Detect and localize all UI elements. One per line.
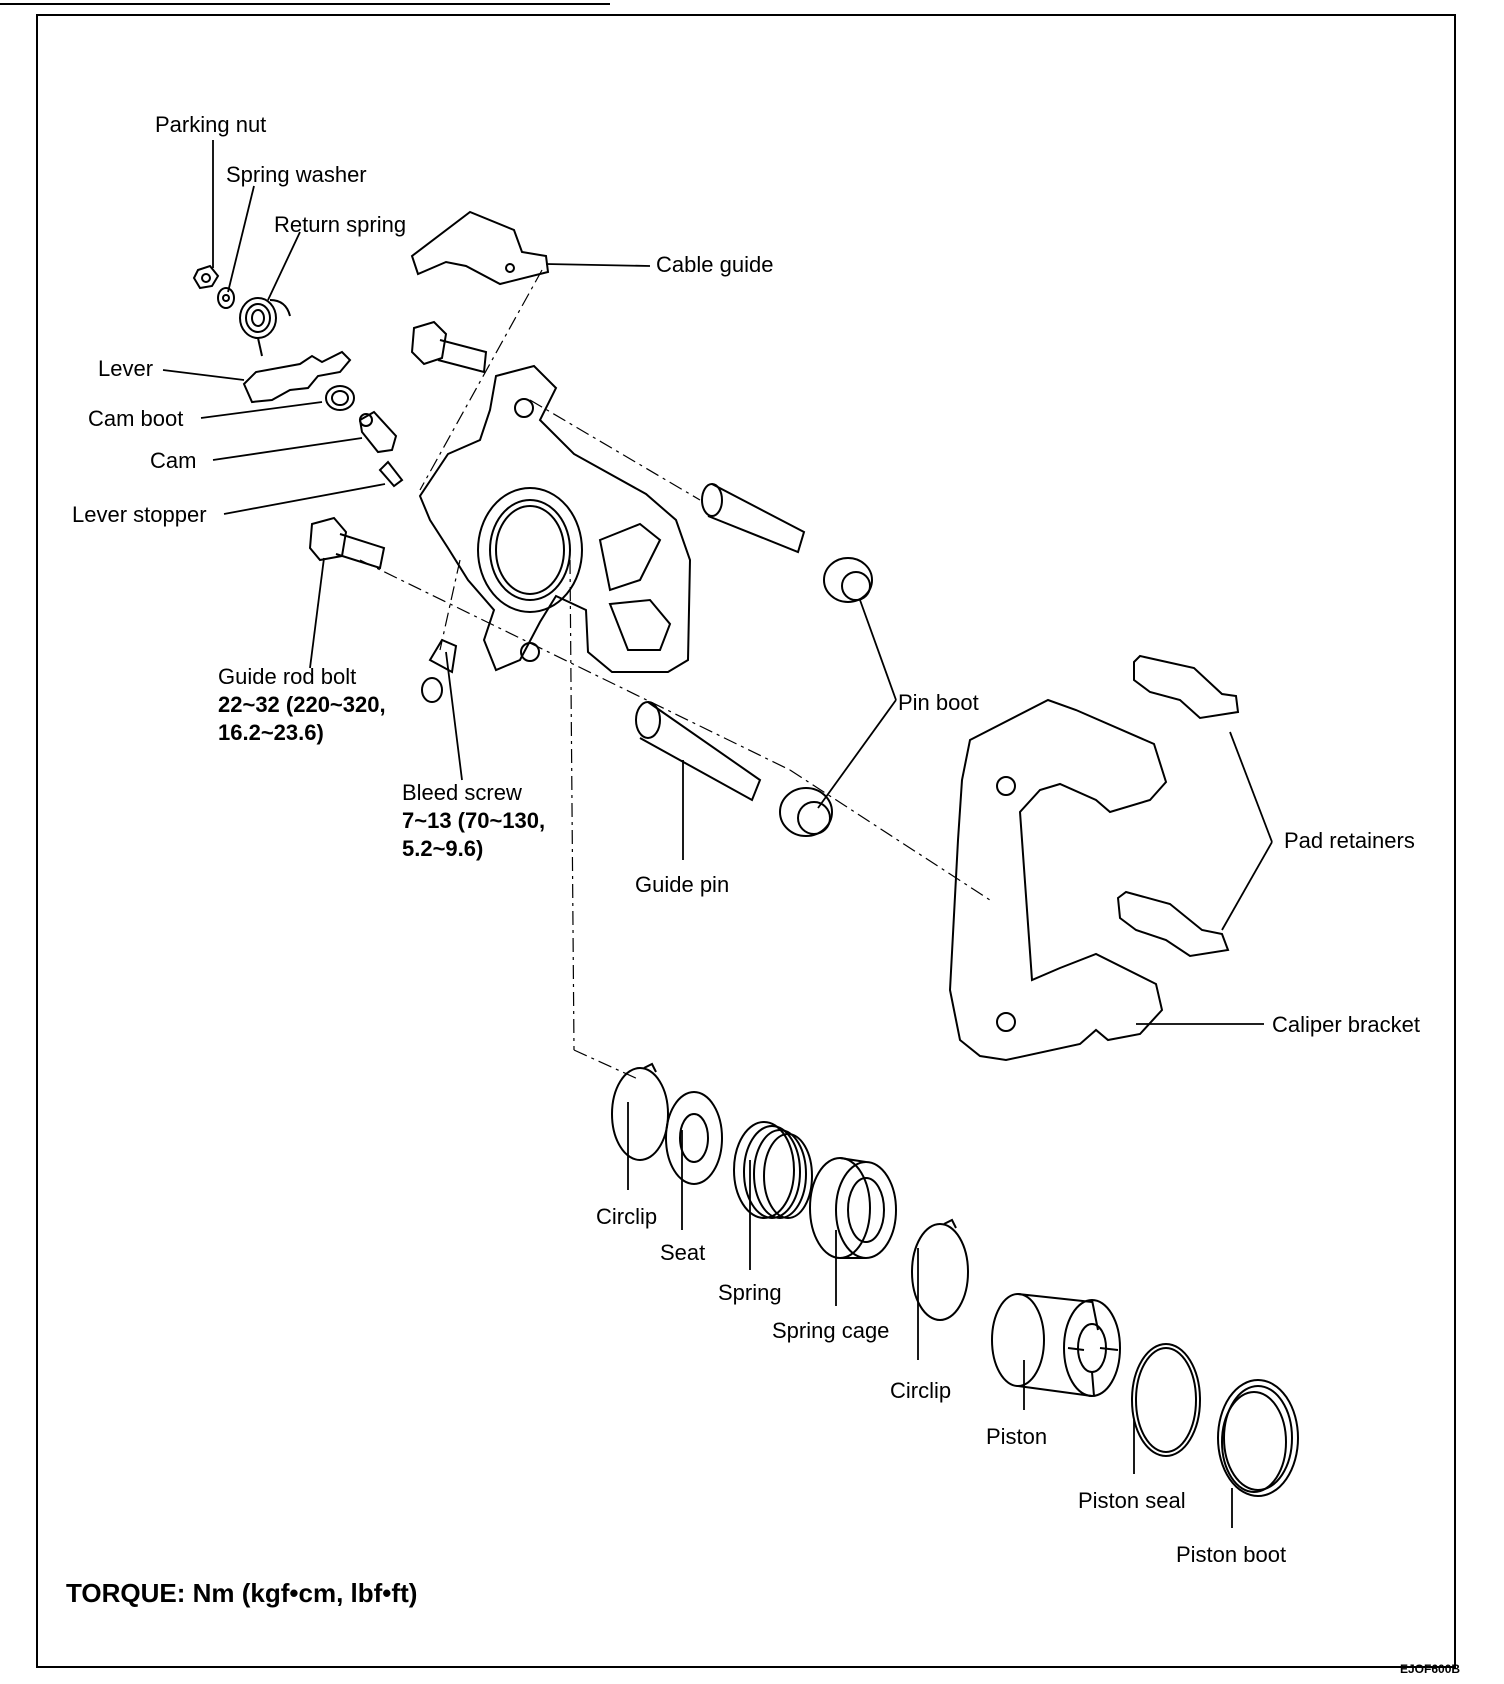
- label-cable-guide: Cable guide: [656, 252, 774, 277]
- lower-guide-pin-part: [635, 701, 762, 802]
- cam-part: [358, 410, 398, 454]
- lever-part: [242, 350, 352, 404]
- label-piston-seal: Piston seal: [1078, 1488, 1186, 1513]
- label-spring: Spring: [718, 1280, 782, 1305]
- label-seat: Seat: [660, 1240, 706, 1265]
- alignment-lines: [359, 269, 991, 1081]
- pad-retainer-upper-part: [1133, 654, 1240, 720]
- label-guide-rod-bolt-torque-2: 16.2~23.6): [218, 720, 324, 745]
- caliper-bracket-part: [948, 698, 1168, 1062]
- label-parking-nut: Parking nut: [155, 112, 267, 137]
- guide-rod-bolt-part: [308, 516, 386, 570]
- label-lever: Lever: [98, 356, 154, 381]
- parking-nut-part: [192, 264, 220, 290]
- piston-seal-part: [1131, 1343, 1201, 1457]
- return-spring-part: [239, 297, 291, 357]
- circlip-1-part: [611, 1062, 669, 1161]
- spring-cage-part: [809, 1157, 897, 1259]
- label-spring-cage: Spring cage: [772, 1318, 890, 1343]
- label-guide-rod-bolt: Guide rod bolt: [218, 664, 357, 689]
- label-cam: Cam: [150, 448, 197, 473]
- spring-part: [733, 1121, 813, 1219]
- label-return-spring: Return spring: [274, 212, 407, 237]
- upper-guide-pin-part: [701, 483, 806, 554]
- caliper-body-part: [418, 364, 692, 673]
- label-guide-rod-bolt-torque-1: 22~32 (220~320,: [218, 692, 386, 717]
- label-bleed-screw: Bleed screw: [402, 780, 522, 805]
- label-caliper-bracket: Caliper bracket: [1272, 1012, 1420, 1037]
- torque-units-note: TORQUE: Nm (kgf•cm, lbf•ft): [66, 1578, 418, 1608]
- piston-part: [991, 1293, 1121, 1397]
- label-bleed-screw-torque-2: 5.2~9.6): [402, 836, 484, 861]
- cable-guide-part: [410, 210, 550, 286]
- label-spring-washer: Spring washer: [226, 162, 367, 187]
- piston-boot-part: [1217, 1379, 1299, 1497]
- label-cam-boot: Cam boot: [88, 406, 184, 431]
- label-circlip-2: Circlip: [890, 1378, 952, 1403]
- circlip-2-part: [911, 1218, 969, 1321]
- label-circlip-1: Circlip: [596, 1204, 658, 1229]
- seat-part: [665, 1091, 723, 1185]
- pad-retainer-lower-part: [1116, 890, 1230, 958]
- lever-stopper-part: [378, 460, 404, 488]
- label-bleed-screw-torque-1: 7~13 (70~130,: [402, 808, 546, 833]
- cam-boot-part: [325, 385, 355, 411]
- top-rule: [0, 3, 610, 5]
- label-piston-boot: Piston boot: [1176, 1542, 1287, 1567]
- label-piston: Piston: [986, 1424, 1048, 1449]
- label-pin-boot: Pin boot: [898, 690, 979, 715]
- leader-lines: [162, 140, 1273, 1528]
- label-pad-retainers: Pad retainers: [1284, 828, 1415, 853]
- lower-pin-boot-part: [779, 787, 833, 837]
- label-guide-pin: Guide pin: [635, 872, 730, 897]
- label-lever-stopper: Lever stopper: [72, 502, 207, 527]
- spring-washer-part: [217, 287, 235, 309]
- upper-bolt-part: [410, 320, 488, 374]
- figure-frame: [36, 14, 1456, 1668]
- upper-pin-boot-part: [823, 557, 873, 603]
- figure-code: EJOF600B: [1400, 1662, 1461, 1676]
- bleed-screw-part: [421, 638, 458, 703]
